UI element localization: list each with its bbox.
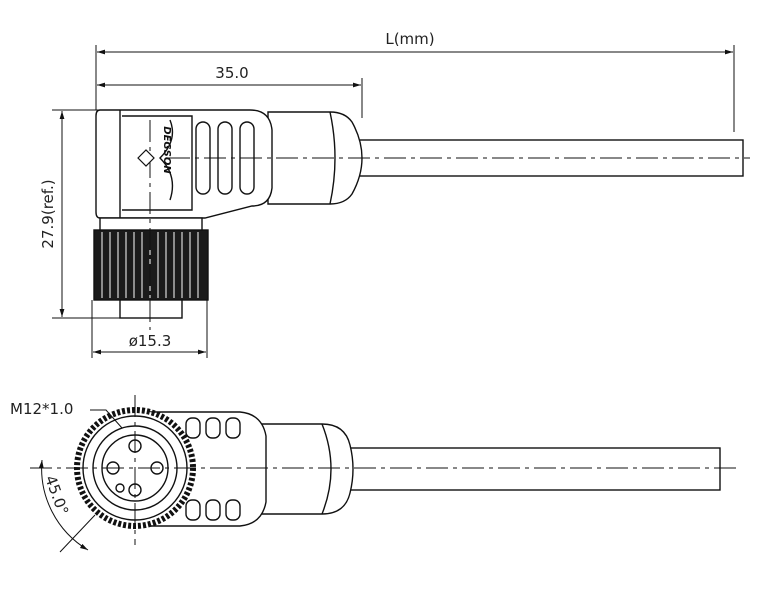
- side-view: [52, 45, 750, 358]
- thread-leader: [90, 409, 123, 429]
- angle-arc: [38, 459, 89, 551]
- thread-label: M12*1.0: [10, 400, 73, 418]
- angled-housing: [95, 109, 273, 219]
- brand-logo: DEGSON: [161, 126, 172, 174]
- dim-body-label: 35.0: [215, 64, 248, 82]
- knurled-nut: [93, 229, 209, 301]
- cable: [344, 447, 721, 491]
- dim-overall-label: L(mm): [385, 30, 434, 48]
- dim-height-label: 27.9(ref.): [39, 179, 57, 248]
- logo-mark-icon: [137, 149, 155, 167]
- front-view: [30, 395, 740, 553]
- contact-pin: [115, 483, 125, 493]
- strain-relief: [259, 423, 354, 515]
- dim-diameter-label: ø15.3: [129, 332, 172, 350]
